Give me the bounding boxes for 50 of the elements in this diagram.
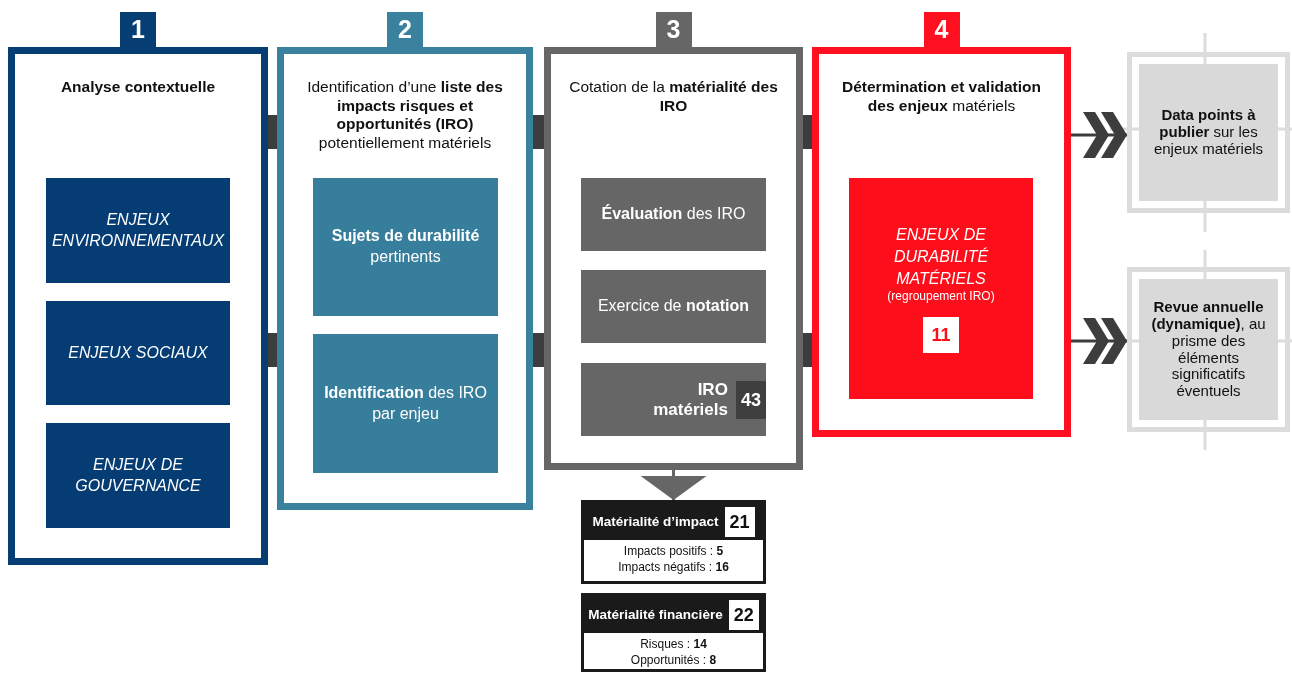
- topic-tile: [313, 334, 498, 473]
- count-badge: 43: [735, 380, 766, 419]
- tile-text: ENJEUX DE DURABILITÉ MATÉRIELS: [892, 225, 990, 289]
- count-badge: 11: [923, 316, 959, 353]
- connector-bar: [533, 333, 544, 367]
- topic-tile: [581, 270, 766, 343]
- connector-bar: [268, 115, 277, 149]
- card-title: Matérialité financière: [588, 607, 723, 623]
- output-text: Revue annuelle (dynamique), au prisme des éléments significatifs éventuels: [1150, 299, 1267, 400]
- step-title: Cotation de la matérialité des IRO: [568, 78, 779, 116]
- output-box: [1127, 267, 1290, 432]
- step-title: Identification d’une liste des impacts risques et opportunités (IRO) potentiellement matériels: [306, 78, 504, 153]
- breakdown-text: Impacts positifs : 5: [622, 543, 725, 560]
- tile-note: (regroupement IRO): [887, 289, 995, 305]
- breakdown-text: Impacts négatifs : 16: [617, 559, 730, 576]
- step-title: Analyse contextuelle: [59, 78, 217, 97]
- tile-text: ENJEUX DE GOUVERNANCE: [74, 454, 202, 496]
- topic-tile: [313, 178, 498, 316]
- step-number: 2: [387, 12, 423, 47]
- connector-bar: [803, 115, 812, 149]
- connector-bar: [533, 115, 544, 149]
- count-badge: 22: [728, 600, 759, 630]
- summary-card: [581, 593, 766, 672]
- breakdown-text: Opportunités : 8: [629, 652, 718, 669]
- tile-text: Exercice de notation: [597, 296, 750, 317]
- step-number: 4: [923, 12, 960, 47]
- output-box: [1127, 52, 1290, 213]
- topic-tile: [849, 178, 1033, 399]
- output-text: Data points à publier sur les enjeux matériels: [1152, 107, 1265, 158]
- breakdown-text: Risques : 14: [639, 636, 708, 653]
- topic-tile: [46, 301, 230, 405]
- connector-bar: [803, 333, 812, 367]
- topic-tile: [581, 178, 766, 251]
- step-number: 1: [120, 12, 156, 47]
- tile-text: Sujets de durabilité pertinents: [330, 226, 481, 267]
- topic-tile: [581, 363, 766, 436]
- card-title: Matérialité d’impact: [592, 514, 719, 530]
- topic-tile: [46, 423, 230, 528]
- tile-text: Identification des IRO par enjeu: [323, 382, 488, 424]
- connector-bar: [268, 333, 277, 367]
- step-number: 3: [655, 12, 692, 47]
- tile-text: IRO matériels: [652, 379, 728, 420]
- summary-card: [581, 500, 766, 584]
- tile-text: Évaluation des IRO: [601, 204, 746, 225]
- tile-text: ENJEUX ENVIRONNEMENTAUX: [50, 209, 226, 251]
- topic-tile: [46, 178, 230, 283]
- count-badge: 21: [724, 507, 755, 537]
- step-title: Détermination et validation des enjeux matériels: [841, 78, 1042, 116]
- tile-text: ENJEUX SOCIAUX: [68, 342, 208, 363]
- arrow: [640, 470, 707, 500]
